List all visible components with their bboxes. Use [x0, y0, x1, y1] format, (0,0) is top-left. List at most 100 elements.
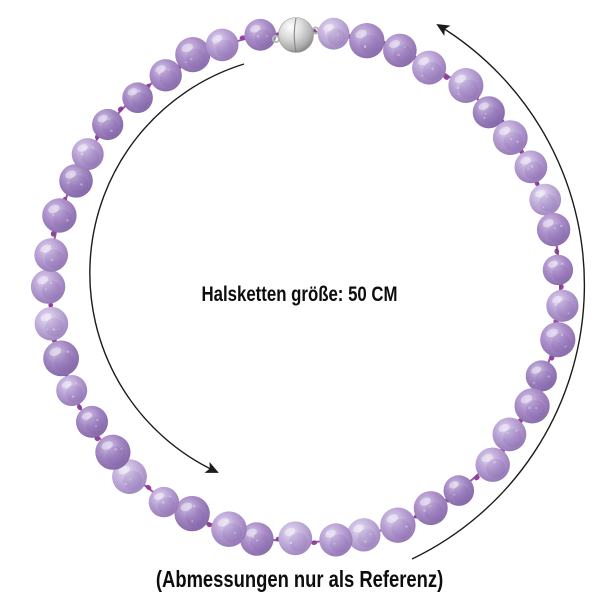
clasp-ball — [278, 17, 314, 53]
bead-body — [412, 50, 447, 85]
bead-highlight — [535, 189, 546, 198]
bead-shade — [393, 44, 413, 64]
bead-speckle — [137, 89, 141, 93]
bead-speckle — [96, 418, 99, 422]
bead-shade — [54, 352, 75, 373]
bead-highlight — [419, 497, 431, 506]
bead-body — [34, 306, 69, 341]
bead-speckle — [403, 45, 406, 48]
amethyst-bead — [412, 50, 447, 85]
bead-body — [413, 491, 448, 526]
bead-body — [76, 405, 108, 438]
bead-speckle — [567, 312, 570, 315]
bead-body — [149, 59, 182, 92]
bead-shade — [357, 529, 376, 548]
bead-shade — [289, 532, 308, 552]
bead-body — [42, 198, 77, 233]
bead-speckle — [129, 478, 132, 481]
bead-shade — [422, 62, 442, 81]
bead-highlight — [181, 43, 193, 53]
bead-speckle — [74, 382, 77, 385]
amethyst-bead — [71, 138, 104, 171]
bead-body — [174, 495, 210, 532]
bead-shade — [185, 507, 205, 528]
bead-highlight — [352, 524, 364, 533]
bead-speckle — [492, 457, 494, 460]
bead-highlight — [65, 170, 77, 179]
clasp-loop-left — [272, 35, 280, 43]
bead-body — [244, 18, 277, 51]
bead-shade — [45, 318, 64, 337]
amethyst-bead — [383, 33, 417, 68]
bead-speckle — [289, 542, 292, 545]
bead-shade — [186, 48, 206, 69]
bead-speckle — [91, 146, 94, 149]
bead-speckle — [453, 493, 456, 496]
bead-highlight — [284, 527, 296, 536]
bead-speckle — [167, 69, 170, 72]
bead-body — [30, 269, 66, 304]
bead-highlight — [37, 275, 49, 285]
bead-body — [205, 28, 239, 62]
bead-speckle — [71, 395, 75, 398]
bead-shade — [86, 416, 104, 435]
amethyst-bead — [443, 475, 475, 506]
bead-speckle — [52, 354, 55, 357]
bead-speckle — [560, 333, 564, 337]
thread-knot — [117, 106, 124, 112]
bead-highlight — [61, 380, 72, 389]
bead-speckle — [324, 31, 328, 34]
amethyst-bead — [546, 289, 579, 322]
bead-highlight — [77, 144, 88, 152]
thread-knot — [311, 540, 318, 546]
necklace-size-text: Halsketten größe: 50 CM — [201, 283, 399, 306]
bead-speckle — [289, 541, 292, 544]
amethyst-bead — [122, 82, 153, 113]
bead-body — [492, 120, 528, 155]
amethyst-bead — [319, 523, 353, 557]
bead-highlight — [478, 102, 489, 111]
bead-speckle — [456, 86, 460, 90]
bead-speckle — [528, 406, 531, 410]
thread-knot — [77, 404, 82, 411]
bead-speckle — [114, 448, 117, 451]
bead-speckle — [44, 251, 47, 254]
bead-shade — [66, 385, 83, 403]
amethyst-bead — [148, 486, 180, 518]
bead-shade — [453, 485, 470, 503]
bead-highlight — [551, 295, 563, 304]
bead-speckle — [429, 505, 432, 508]
bead-highlight — [118, 465, 130, 475]
bead-highlight — [40, 244, 52, 253]
bead-speckle — [484, 112, 487, 115]
bead-highlight — [449, 481, 459, 489]
bead-speckle — [542, 206, 545, 209]
bead-speckle — [50, 258, 54, 261]
amethyst-bead — [59, 164, 93, 198]
bead-speckle — [530, 165, 534, 168]
bead-body — [380, 507, 416, 543]
bead-body — [43, 340, 79, 377]
bead-shade — [459, 79, 479, 99]
amethyst-bead — [542, 254, 574, 286]
reference-disclaimer: (Abmessungen nur als Referenz) — [0, 565, 600, 593]
thread-knot — [559, 283, 564, 290]
bead-shade — [81, 148, 100, 167]
bead-speckle — [157, 72, 161, 76]
bead-shade — [424, 502, 444, 522]
bead-body — [448, 68, 484, 103]
bead-body — [529, 183, 562, 216]
bead-speckle — [553, 227, 556, 230]
amethyst-bead — [536, 212, 571, 247]
amethyst-beads — [30, 17, 579, 557]
bead-body — [92, 108, 124, 141]
thread-knot — [474, 475, 480, 481]
amethyst-bead — [211, 511, 247, 547]
bead-highlight — [217, 518, 230, 527]
bead-highlight — [40, 313, 52, 322]
amethyst-bead — [514, 388, 550, 424]
bead-body — [175, 37, 211, 73]
bead-body — [59, 164, 93, 198]
bead-shade — [216, 39, 235, 58]
